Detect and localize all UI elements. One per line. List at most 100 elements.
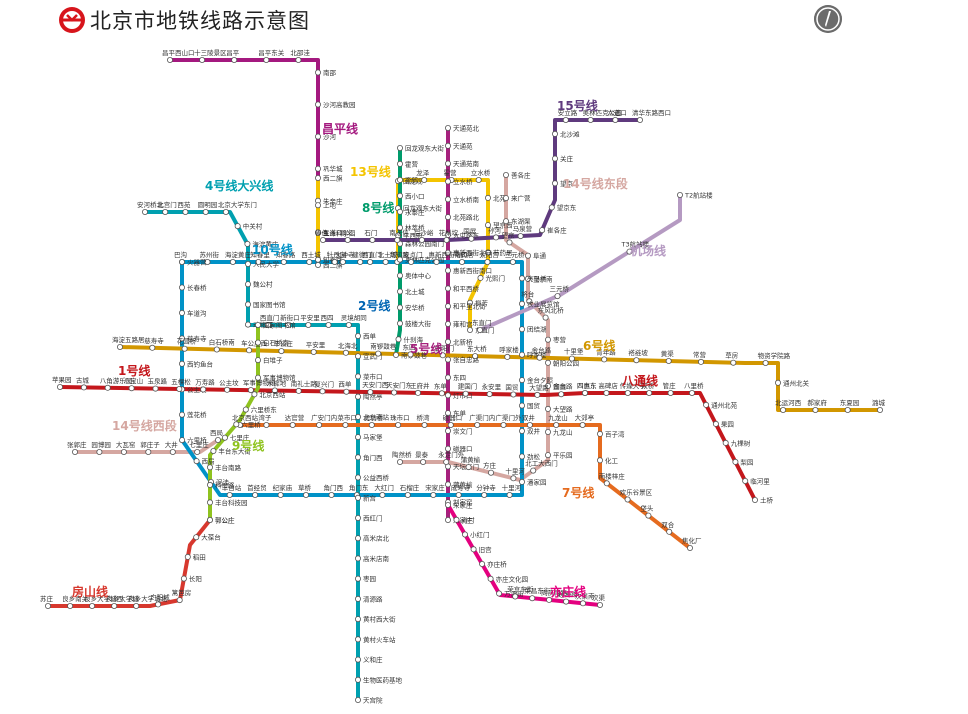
station-l4-26[interactable] bbox=[354, 535, 361, 542]
station-l4-32[interactable] bbox=[354, 656, 361, 663]
station-l10-34[interactable] bbox=[226, 491, 233, 498]
station-l10-3[interactable] bbox=[255, 258, 262, 265]
station-yz-7[interactable] bbox=[512, 593, 519, 600]
station-l10-9[interactable] bbox=[408, 258, 415, 265]
station-cp-11[interactable] bbox=[314, 261, 321, 268]
station-l5-20[interactable] bbox=[444, 481, 451, 488]
station-l14w-1[interactable] bbox=[96, 448, 103, 455]
station-ap-1[interactable] bbox=[554, 293, 561, 300]
station-l14e-2[interactable] bbox=[502, 218, 509, 225]
station-l15-17[interactable] bbox=[637, 117, 644, 124]
station-l15-9[interactable] bbox=[539, 227, 546, 234]
station-l8-9[interactable] bbox=[396, 288, 403, 295]
station-l10-7[interactable] bbox=[357, 258, 364, 265]
station-l6-0[interactable] bbox=[117, 343, 124, 350]
station-l5-15[interactable] bbox=[444, 392, 451, 399]
station-l9-4[interactable] bbox=[251, 391, 258, 398]
station-l13-12[interactable] bbox=[475, 176, 482, 183]
station-l1-11[interactable] bbox=[319, 388, 326, 395]
station-l4-22[interactable] bbox=[354, 454, 361, 461]
station-l14e-11[interactable] bbox=[545, 405, 552, 412]
station-l4-19[interactable] bbox=[354, 393, 361, 400]
station-yz-3[interactable] bbox=[470, 546, 477, 553]
station-l8-3[interactable] bbox=[396, 192, 403, 199]
station-l8-7[interactable] bbox=[396, 256, 403, 263]
station-l5-22[interactable] bbox=[444, 517, 451, 524]
station-l10-10[interactable] bbox=[433, 258, 440, 265]
station-l1-8[interactable] bbox=[247, 387, 254, 394]
line-label-yz[interactable]: 亦庄线 bbox=[550, 584, 586, 599]
station-l6-14[interactable] bbox=[568, 355, 575, 362]
station-l9-1[interactable] bbox=[254, 339, 261, 346]
station-l10-8[interactable] bbox=[382, 258, 389, 265]
station-l10-32[interactable] bbox=[277, 491, 284, 498]
station-l6-7[interactable] bbox=[342, 349, 349, 356]
station-l4-18[interactable] bbox=[354, 373, 361, 380]
station-l5-3[interactable] bbox=[444, 178, 451, 185]
station-l8t-3[interactable] bbox=[646, 389, 653, 396]
station-l8-8[interactable] bbox=[396, 272, 403, 279]
station-l10-17[interactable] bbox=[519, 351, 526, 358]
station-l15-12[interactable] bbox=[552, 155, 559, 162]
station-l8t-4[interactable] bbox=[667, 389, 674, 396]
station-l6-25[interactable] bbox=[877, 406, 884, 413]
station-cp-6[interactable] bbox=[314, 101, 321, 108]
station-l13-17[interactable] bbox=[466, 299, 473, 306]
station-l14e-0[interactable] bbox=[502, 171, 509, 178]
station-l15-0[interactable] bbox=[319, 236, 326, 243]
line-label-2[interactable]: 2号线 bbox=[358, 298, 390, 313]
station-l8-1[interactable] bbox=[396, 160, 403, 167]
station-l14e-14[interactable] bbox=[530, 467, 537, 474]
station-l8-10[interactable] bbox=[396, 304, 403, 311]
station-l7-1[interactable] bbox=[263, 421, 270, 428]
station-cp-4[interactable] bbox=[295, 57, 302, 64]
station-l10-33[interactable] bbox=[252, 491, 259, 498]
line-label-1[interactable]: 1号线 bbox=[118, 363, 150, 378]
station-l1-16[interactable] bbox=[438, 390, 445, 397]
line-label-7[interactable]: 7号线 bbox=[562, 485, 594, 500]
station-l10-30[interactable] bbox=[328, 491, 335, 498]
station-l10-44[interactable] bbox=[178, 258, 185, 265]
station-l7-11[interactable] bbox=[526, 421, 533, 428]
line-label-6[interactable]: 6号线 bbox=[583, 338, 615, 353]
station-l13-13[interactable] bbox=[484, 194, 491, 201]
station-l14e-8[interactable] bbox=[545, 336, 552, 343]
station-l5-12[interactable] bbox=[444, 338, 451, 345]
station-l10-25[interactable] bbox=[455, 491, 462, 498]
station-l6-4[interactable] bbox=[246, 347, 253, 354]
station-l10-16[interactable] bbox=[519, 326, 526, 333]
station-l9-2[interactable] bbox=[254, 357, 261, 364]
station-l8-2[interactable] bbox=[396, 176, 403, 183]
station-l4-13[interactable] bbox=[305, 321, 312, 328]
station-l4-16[interactable] bbox=[354, 332, 361, 339]
station-l1-15[interactable] bbox=[414, 389, 421, 396]
station-fs-0[interactable] bbox=[206, 517, 213, 524]
station-fs-7[interactable] bbox=[111, 603, 118, 610]
station-l5-7[interactable] bbox=[444, 249, 451, 256]
station-l4-31[interactable] bbox=[354, 636, 361, 643]
station-l4-34[interactable] bbox=[354, 697, 361, 704]
line-label-15[interactable]: 15号线 bbox=[557, 98, 598, 113]
station-cp-1[interactable] bbox=[199, 57, 206, 64]
station-l7-19[interactable] bbox=[666, 528, 673, 535]
station-l1-13[interactable] bbox=[367, 389, 374, 396]
station-yz-1[interactable] bbox=[453, 516, 460, 523]
station-l10-12[interactable] bbox=[484, 258, 491, 265]
line-label-9[interactable]: 9号线 bbox=[232, 438, 264, 453]
station-l10-43[interactable] bbox=[178, 284, 185, 291]
station-l15-4[interactable] bbox=[418, 236, 425, 243]
station-l1-4[interactable] bbox=[152, 385, 159, 392]
station-l1-3[interactable] bbox=[128, 385, 135, 392]
line-label-8[interactable]: 8号线 bbox=[362, 200, 394, 215]
station-l14e-5[interactable] bbox=[525, 275, 532, 282]
station-l15-2[interactable] bbox=[369, 236, 376, 243]
station-l5-2[interactable] bbox=[444, 160, 451, 167]
station-l7-13[interactable] bbox=[579, 421, 586, 428]
station-l14e-1[interactable] bbox=[502, 195, 509, 202]
station-l1-2[interactable] bbox=[104, 384, 111, 391]
station-l4-1[interactable] bbox=[162, 208, 169, 215]
station-l4-3[interactable] bbox=[202, 208, 209, 215]
station-l1-20[interactable] bbox=[534, 391, 541, 398]
station-l6-12[interactable] bbox=[504, 353, 511, 360]
station-l10-5[interactable] bbox=[306, 258, 313, 265]
